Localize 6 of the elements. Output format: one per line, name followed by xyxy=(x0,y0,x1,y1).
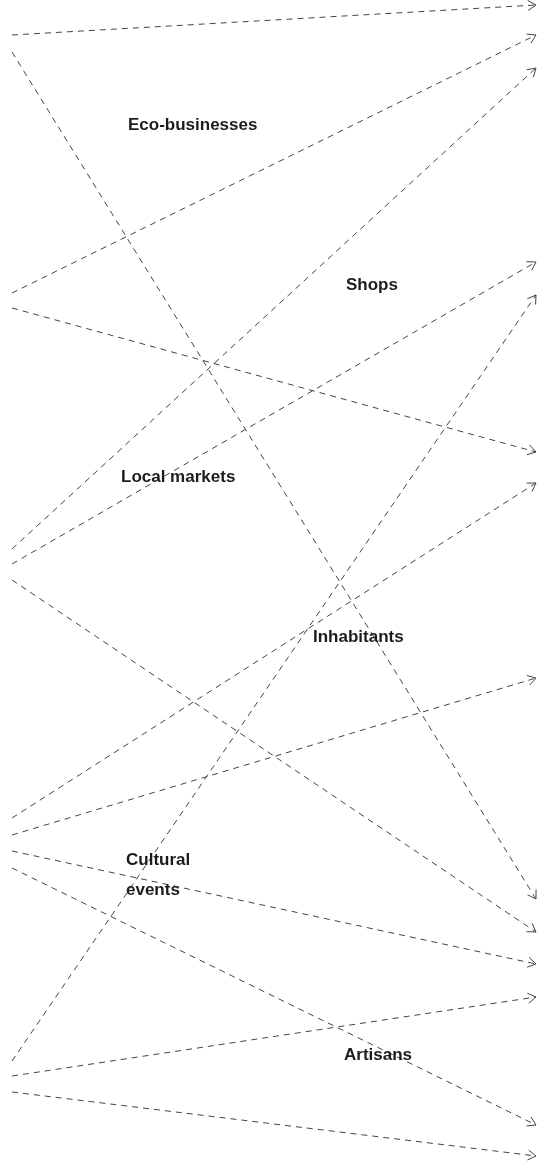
label-text: Shops xyxy=(346,274,398,296)
label-text: Local markets xyxy=(121,466,236,488)
label-text: Eco-businesses xyxy=(128,114,258,136)
label-text: Cultural events xyxy=(126,849,192,901)
label-text: Artisans xyxy=(344,1044,413,1066)
label-text: Inhabitants xyxy=(313,626,404,648)
